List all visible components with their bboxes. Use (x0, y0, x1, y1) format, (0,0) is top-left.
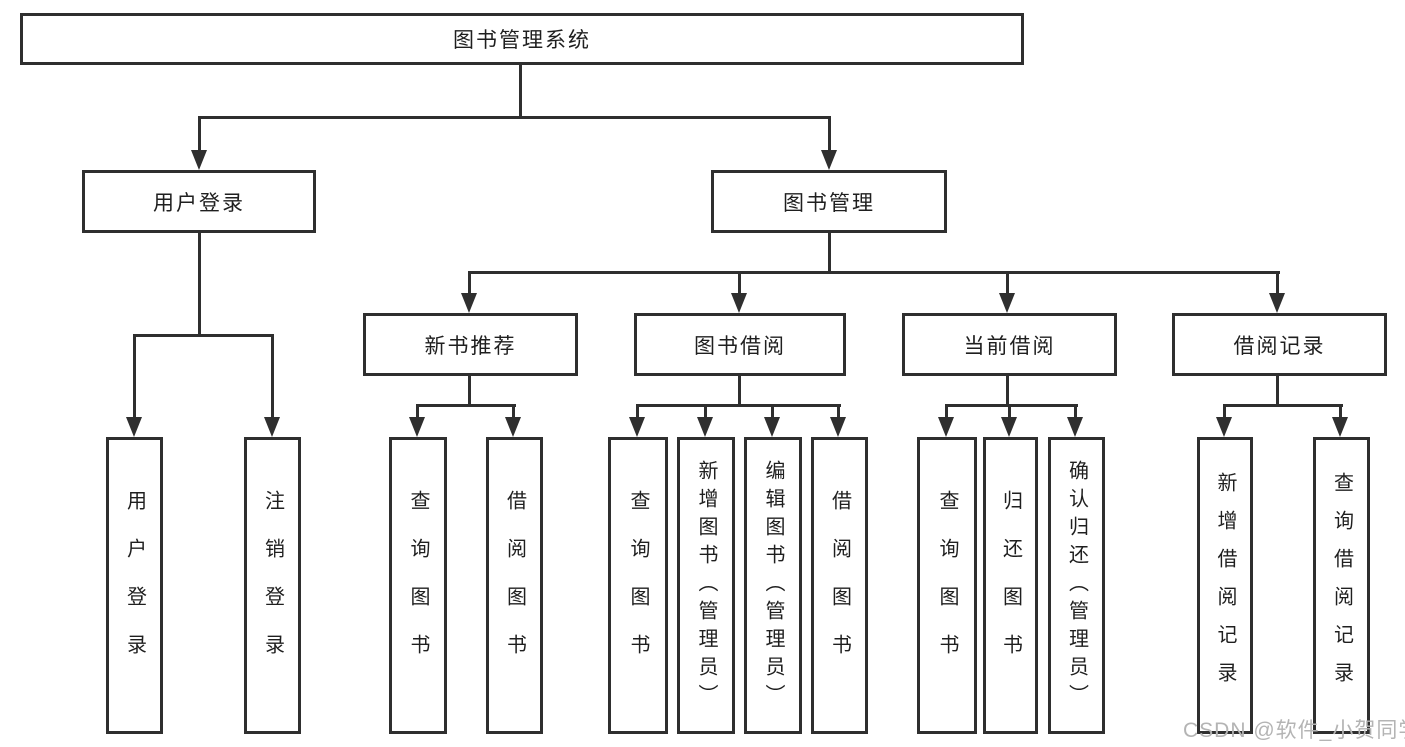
leaf-borrow-add-admin-label: 新增图书（管理员） (695, 459, 717, 712)
connector-line (468, 376, 471, 407)
connector-line (468, 271, 471, 296)
connector-line (1006, 376, 1009, 407)
arrow-down-icon (1216, 417, 1232, 437)
connector-line (468, 271, 1280, 274)
arrow-down-icon (126, 417, 142, 437)
csdn-watermark: CSDN @软件_小贺同学 (1183, 719, 1405, 742)
leaf-logout-label: 注销登录 (261, 489, 284, 682)
arrow-down-icon (461, 293, 477, 313)
connector-line (1223, 404, 1343, 407)
leaf-borrow-query-label: 查询图书 (627, 489, 649, 682)
node-user-login-label: 用户登录 (153, 191, 245, 215)
arrow-down-icon (821, 150, 837, 170)
arrow-down-icon (1332, 417, 1348, 437)
arrow-down-icon (830, 417, 846, 437)
connector-line (738, 271, 741, 296)
node-root: 图书管理系统 (20, 13, 1024, 65)
arrow-down-icon (764, 417, 780, 437)
node-current-borrow-label: 当前借阅 (963, 334, 1056, 358)
connector-line (1006, 271, 1009, 296)
connector-line (1339, 404, 1342, 421)
node-borrow-records-label: 借阅记录 (1233, 334, 1326, 358)
node-root-label: 图书管理系统 (453, 29, 591, 52)
leaf-borrow-add-admin: 新增图书（管理员） (677, 437, 735, 734)
connector-line (1074, 404, 1077, 421)
connector-line (636, 404, 841, 407)
connector-line (416, 404, 419, 421)
arrow-down-icon (697, 417, 713, 437)
leaf-records-add: 新增借阅记录 (1197, 437, 1253, 734)
connector-line (198, 116, 201, 154)
connector-line (945, 404, 1078, 407)
connector-line (771, 404, 774, 421)
leaf-new-books-borrow: 借阅图书 (486, 437, 543, 734)
leaf-new-books-query: 查询图书 (389, 437, 447, 734)
leaf-borrow-edit-admin-label: 编辑图书（管理员） (762, 459, 784, 712)
arrow-down-icon (505, 417, 521, 437)
leaf-new-books-query-label: 查询图书 (407, 489, 429, 682)
leaf-user-login: 用户登录 (106, 437, 163, 734)
node-book-management: 图书管理 (711, 170, 947, 233)
connector-line (828, 116, 831, 154)
leaf-records-query: 查询借阅记录 (1313, 437, 1370, 734)
connector-line (1276, 271, 1279, 296)
arrow-down-icon (1269, 293, 1285, 313)
connector-line (271, 334, 274, 419)
node-new-book-recommend-label: 新书推荐 (424, 334, 517, 358)
connector-line (512, 404, 515, 421)
leaf-current-confirm-admin: 确认归还（管理员） (1048, 437, 1105, 734)
connector-line (1223, 404, 1226, 421)
leaf-current-confirm-admin-label: 确认归还（管理员） (1065, 459, 1088, 712)
connector-line (198, 233, 201, 336)
connector-line (1276, 376, 1279, 407)
arrow-down-icon (999, 293, 1015, 313)
node-book-borrow-label: 图书借阅 (694, 334, 786, 358)
leaf-borrow-borrow-label: 借阅图书 (828, 489, 851, 682)
node-user-login: 用户登录 (82, 170, 316, 233)
arrow-down-icon (409, 417, 425, 437)
leaf-user-login-label: 用户登录 (123, 489, 146, 682)
connector-line (198, 116, 831, 119)
connector-line (945, 404, 948, 421)
arrow-down-icon (731, 293, 747, 313)
node-book-management-label: 图书管理 (783, 191, 875, 215)
arrow-down-icon (938, 417, 954, 437)
leaf-records-add-label: 新增借阅记录 (1214, 471, 1236, 700)
node-borrow-records: 借阅记录 (1172, 313, 1387, 376)
arrow-down-icon (1067, 417, 1083, 437)
leaf-current-query: 查询图书 (917, 437, 977, 734)
connector-line (828, 233, 831, 273)
leaf-logout: 注销登录 (244, 437, 301, 734)
node-book-borrow: 图书借阅 (634, 313, 846, 376)
connector-line (133, 334, 136, 419)
leaf-current-return-label: 归还图书 (999, 489, 1022, 682)
connector-line (704, 404, 707, 421)
leaf-current-return: 归还图书 (983, 437, 1038, 734)
arrow-down-icon (191, 150, 207, 170)
connector-line (133, 334, 274, 337)
connector-line (416, 404, 516, 407)
arrow-down-icon (629, 417, 645, 437)
connector-line (837, 404, 840, 421)
leaf-current-query-label: 查询图书 (936, 489, 958, 682)
leaf-borrow-borrow: 借阅图书 (811, 437, 868, 734)
arrow-down-icon (264, 417, 280, 437)
leaf-records-query-label: 查询借阅记录 (1330, 471, 1353, 700)
arrow-down-icon (1001, 417, 1017, 437)
node-current-borrow: 当前借阅 (902, 313, 1117, 376)
connector-line (519, 64, 522, 117)
connector-line (1008, 404, 1011, 421)
node-new-book-recommend: 新书推荐 (363, 313, 578, 376)
leaf-borrow-query: 查询图书 (608, 437, 668, 734)
leaf-borrow-edit-admin: 编辑图书（管理员） (744, 437, 802, 734)
connector-line (636, 404, 639, 421)
leaf-new-books-borrow-label: 借阅图书 (503, 489, 526, 682)
connector-line (738, 376, 741, 407)
